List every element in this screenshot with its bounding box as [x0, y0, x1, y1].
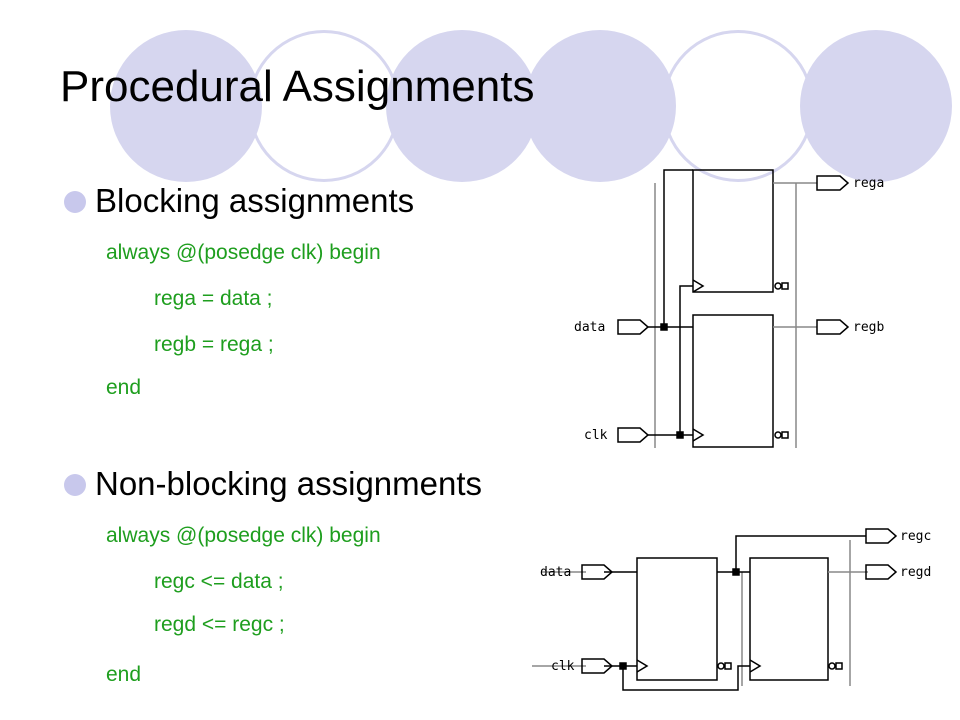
- heading-nonblocking: Non-blocking assignments: [95, 465, 483, 502]
- flipflop-b: [692, 314, 774, 448]
- decor-circle-1: [110, 30, 262, 182]
- input-pad-clk: [581, 658, 614, 674]
- flipflop-d: [749, 557, 829, 681]
- decor-circle-4: [524, 30, 676, 182]
- code-line: always @(posedge clk) begin: [106, 241, 381, 264]
- signal-label: clk: [551, 659, 575, 674]
- decor-circle-6: [800, 30, 952, 182]
- code-line: end: [106, 376, 142, 399]
- input-pad-data: [581, 564, 614, 580]
- code-line: end: [106, 663, 142, 686]
- code-line: always @(posedge clk) begin: [106, 524, 381, 547]
- signal-label: rega: [853, 176, 884, 191]
- input-pad-data: [617, 319, 650, 335]
- slide-title: Procedural Assignments: [60, 62, 535, 111]
- signal-label: regd: [900, 565, 931, 580]
- signal-label: data: [540, 565, 571, 580]
- decor-circle-3: [386, 30, 538, 182]
- output-pad-regb: [816, 319, 850, 335]
- bullet-dot-nonblocking: [64, 474, 86, 496]
- output-pad-rega: [816, 175, 850, 191]
- diagram-blocking: [617, 169, 850, 448]
- signal-label: regb: [853, 320, 884, 335]
- input-pad-clk: [617, 427, 650, 443]
- bullet-dot-blocking: [64, 191, 86, 213]
- code-line: regd <= regc ;: [154, 613, 285, 636]
- output-pad-regd: [865, 564, 898, 580]
- signal-label: clk: [584, 428, 608, 443]
- flipflop-c: [636, 557, 718, 681]
- signal-label: data: [574, 320, 605, 335]
- code-line: regb = rega ;: [154, 333, 274, 356]
- output-pad-regc: [865, 528, 898, 544]
- heading-blocking: Blocking assignments: [95, 182, 415, 219]
- flipflop-a: [692, 169, 774, 293]
- signal-label: regc: [900, 529, 931, 544]
- code-line: regc <= data ;: [154, 570, 284, 593]
- code-line: rega = data ;: [154, 287, 273, 310]
- diagram-nonblocking: [532, 528, 898, 691]
